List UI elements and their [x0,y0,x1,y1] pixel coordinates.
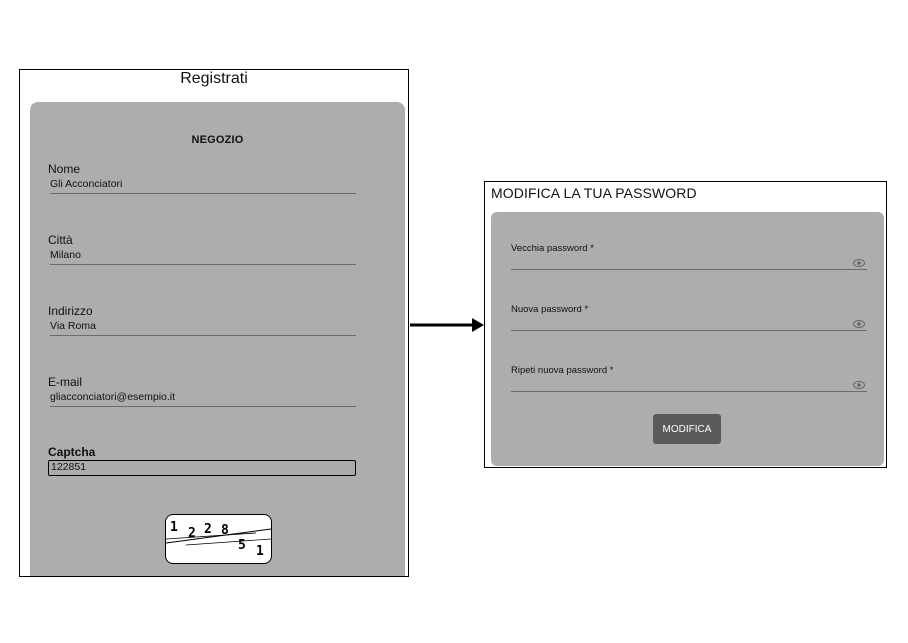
old-password-label: Vecchia password * [511,243,594,254]
form-heading: NEGOZIO [191,134,244,146]
svg-text:2: 2 [204,522,212,537]
old-password-field[interactable] [511,269,867,270]
captcha-label: Captcha [48,445,96,459]
captcha-input[interactable]: 122851 [48,460,356,476]
eye-icon[interactable] [853,320,865,328]
register-panel: Registrati NEGOZIO Nome Gli Acconciatori… [19,69,409,577]
city-label: Città [48,233,73,247]
new-password-field[interactable] [511,330,867,331]
address-field[interactable]: Via Roma [50,320,356,336]
email-label: E-mail [48,375,83,389]
email-field[interactable]: gliacconciatori@esempio.it [50,391,356,407]
eye-icon[interactable] [853,381,865,389]
svg-text:8: 8 [221,523,229,538]
arrow-right-icon [410,318,484,332]
svg-text:5: 5 [238,538,246,553]
svg-text:2: 2 [188,526,196,541]
city-field[interactable]: Milano [50,249,356,265]
svg-text:1: 1 [170,520,178,535]
change-password-form: Vecchia password * Nuova password * Ripe… [491,212,884,466]
repeat-password-label: Ripeti nuova password * [511,365,614,376]
register-form: NEGOZIO Nome Gli Acconciatori Città Mila… [30,102,405,576]
svg-text:1: 1 [256,544,264,559]
eye-icon[interactable] [853,259,865,267]
change-password-panel: MODIFICA LA TUA PASSWORD Vecchia passwor… [484,181,887,468]
modify-button[interactable]: MODIFICA [653,414,721,444]
captcha-image: 1 2 2 8 5 1 [165,514,272,564]
name-label: Nome [48,162,81,176]
new-password-label: Nuova password * [511,304,589,315]
register-title: Registrati [180,70,248,87]
change-password-title: MODIFICA LA TUA PASSWORD [491,185,697,201]
address-label: Indirizzo [48,304,93,318]
repeat-password-field[interactable] [511,391,867,392]
name-field[interactable]: Gli Acconciatori [50,178,356,194]
